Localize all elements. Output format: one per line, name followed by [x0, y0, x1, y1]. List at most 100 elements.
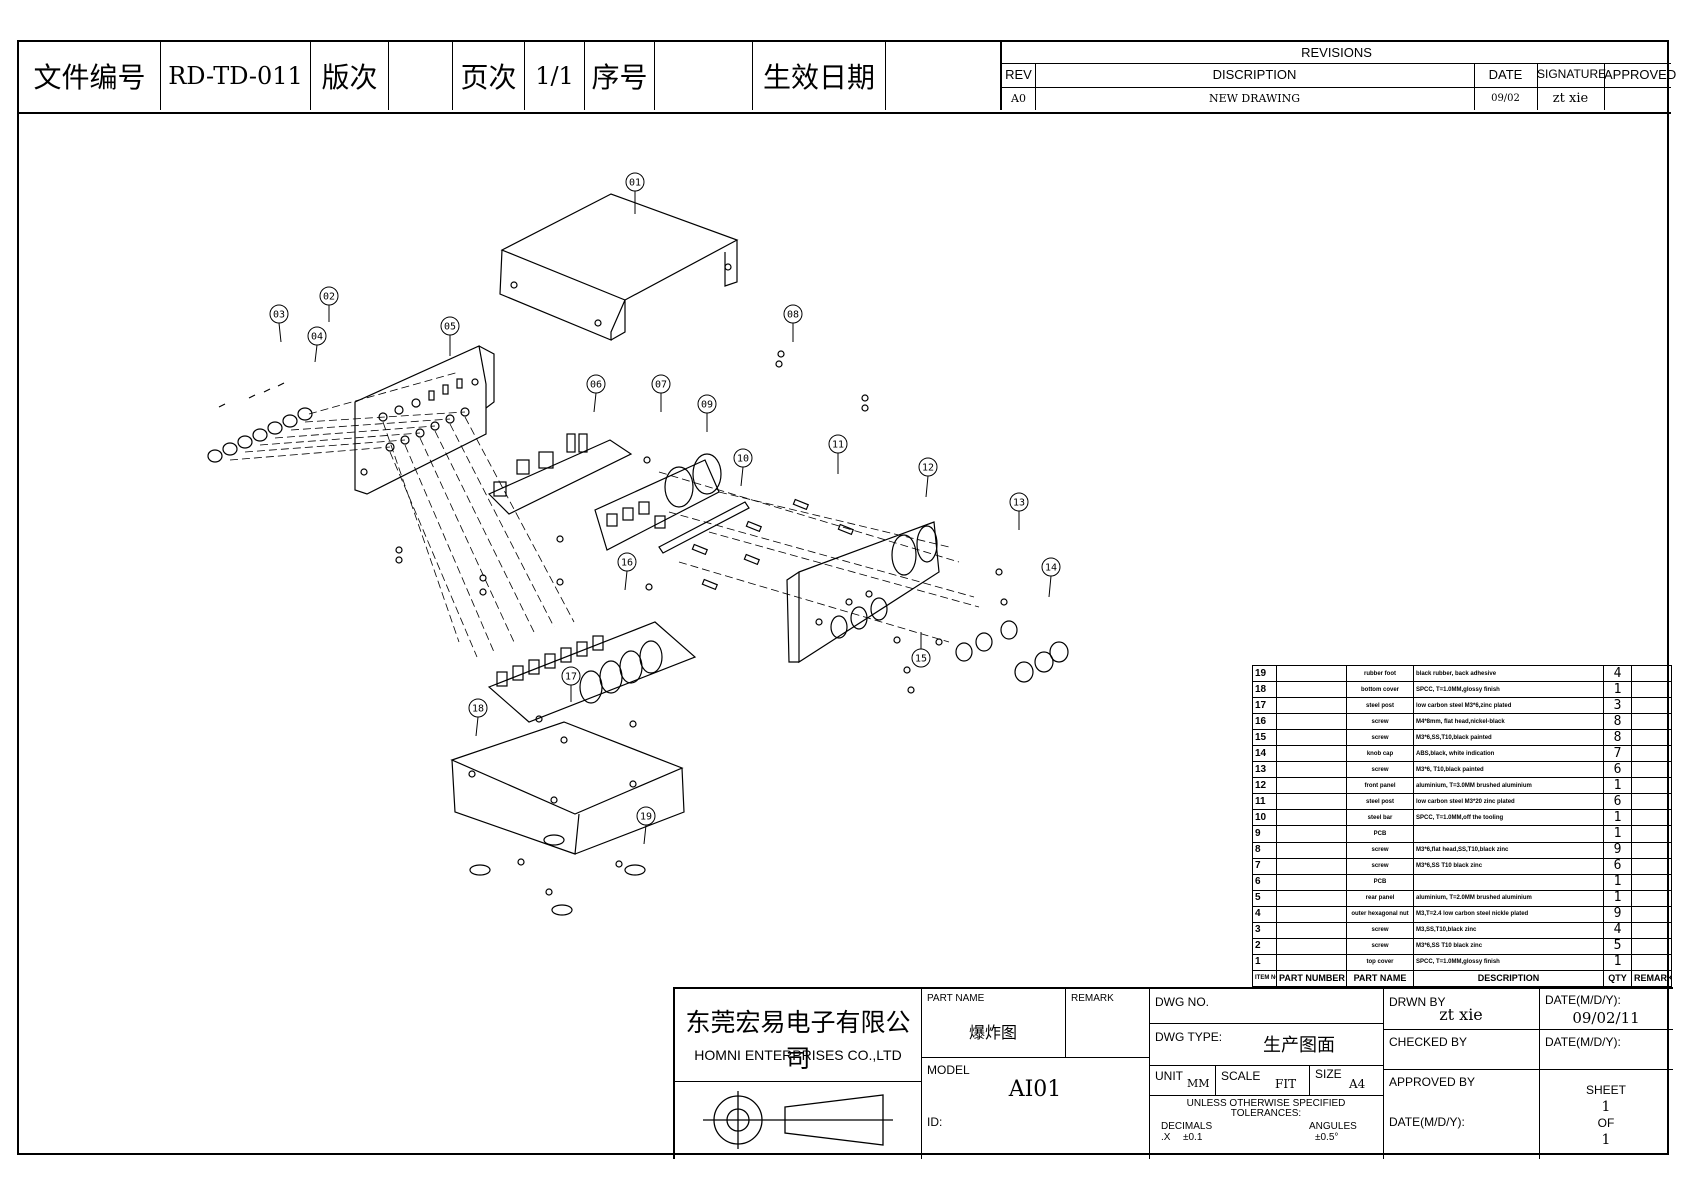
callout-balloon	[651, 374, 671, 394]
dwg-type-label: DWG TYPE:	[1155, 1030, 1223, 1044]
bom-part-name: steel bar	[1346, 809, 1414, 827]
bom-description: aluminium, T=3.0MM brushed aluminium	[1413, 777, 1604, 795]
bom-description: black rubber, back adhesive	[1413, 664, 1604, 683]
callout-label: 07	[655, 380, 667, 391]
bom-part-name: front panel	[1346, 777, 1414, 795]
callout-balloon	[911, 648, 931, 668]
bom-remark	[1631, 937, 1672, 955]
bom-row: 17 steel post low carbon steel M3*6,zinc…	[1252, 697, 1672, 715]
bom-row: 4 outer hexagonal nut M3,T=2.4 low carbo…	[1252, 905, 1672, 923]
rev-cell: A0	[1011, 92, 1026, 105]
version-value	[389, 42, 453, 110]
desc-col-header: DISCRIPTION	[1212, 67, 1297, 82]
bill-of-materials: 19 rubber foot black rubber, back adhesi…	[1252, 664, 1672, 988]
bom-description: M3*6,SS T10 black zinc	[1413, 857, 1604, 875]
bom-row: 10 steel bar SPCC, T=1.0MM,off the tooli…	[1252, 809, 1672, 827]
title-block: 东莞宏易电子有限公司 HOMNI ENTERPRISES CO.,LTD PAR…	[673, 987, 1673, 1159]
bom-item-no: 9	[1252, 825, 1277, 843]
bom-item-no: 7	[1252, 857, 1277, 875]
serial-value	[655, 42, 753, 110]
bom-row: 11 steel post low carbon steel M3*20 zin…	[1252, 793, 1672, 811]
bom-row: 13 screw M3*6, T10,black painted 6	[1252, 761, 1672, 779]
bom-part-name: steel post	[1346, 793, 1414, 811]
callout-balloon	[617, 552, 637, 572]
revisions-title: REVISIONS	[1301, 45, 1372, 60]
bom-item-no: 18	[1252, 681, 1277, 699]
projection-symbol-icon	[703, 1091, 893, 1149]
bom-row: 2 screw M3*6,SS T10 black zinc 5	[1252, 937, 1672, 955]
bom-qty: 9	[1603, 841, 1632, 859]
bom-part-number	[1276, 664, 1347, 683]
bom-qty: 1	[1603, 809, 1632, 827]
doc-no-value: RD-TD-011	[161, 42, 311, 110]
date3-label: DATE(M/D/Y):	[1389, 1115, 1465, 1129]
company-name-cn: 东莞宏易电子有限公司	[685, 1008, 911, 1073]
bom-part-number	[1276, 905, 1347, 923]
callout-balloon	[319, 286, 339, 306]
callout-balloon	[440, 316, 460, 336]
drwn-by-label: DRWN BY	[1389, 995, 1446, 1009]
bom-part-name: screw	[1346, 841, 1414, 859]
callout-label: 04	[311, 332, 323, 343]
callout-leader	[278, 322, 282, 343]
bom-item-no: 1	[1252, 953, 1277, 971]
pcb-connector-part	[594, 453, 722, 551]
bom-description: SPCC, T=1.0MM,off the tooling	[1413, 809, 1604, 827]
sheet-label: SHEET	[1585, 1083, 1626, 1097]
bom-head-part-name: PART NAME	[1346, 969, 1414, 988]
bom-item-no: 13	[1252, 761, 1277, 779]
bom-part-number	[1276, 745, 1347, 763]
callout-label: 18	[472, 704, 484, 715]
bom-remark	[1631, 889, 1672, 907]
rear-panel-part	[354, 345, 495, 495]
callout-balloon	[636, 806, 656, 826]
callout-label: 02	[323, 292, 335, 303]
bom-remark	[1631, 664, 1672, 683]
bom-part-number	[1276, 921, 1347, 939]
callout-label: 12	[922, 463, 934, 474]
callout-balloon	[918, 457, 938, 477]
bom-part-number	[1276, 713, 1347, 731]
part-name-value: 爆炸图	[968, 1023, 1017, 1042]
bom-remark	[1631, 713, 1672, 731]
bom-item-no: 17	[1252, 697, 1277, 715]
bom-remark	[1631, 905, 1672, 923]
bom-remark	[1631, 873, 1672, 891]
date1-label: DATE(M/D/Y):	[1545, 993, 1621, 1007]
bom-item-no: 4	[1252, 905, 1277, 923]
rev-col-header: REV	[1005, 67, 1032, 82]
callout-label: 03	[273, 310, 285, 321]
bom-item-no: 14	[1252, 745, 1277, 763]
bom-part-number	[1276, 793, 1347, 811]
bom-head-no: ITEM NO	[1252, 969, 1277, 988]
bom-qty: 1	[1603, 777, 1632, 795]
drawing-frame: 文件编号 RD-TD-011 版次 页次 1/1 序号 生效日期 REVISIO…	[17, 40, 1676, 1159]
callout-leader	[593, 392, 597, 413]
bom-row: 5 rear panel aluminium, T=2.0MM brushed …	[1252, 889, 1672, 907]
bom-part-name: screw	[1346, 937, 1414, 955]
bom-part-number	[1276, 953, 1347, 971]
bom-head-remark: REMARK	[1631, 969, 1672, 988]
bom-qty: 6	[1603, 857, 1632, 875]
bom-description: low carbon steel M3*20 zinc plated	[1413, 793, 1604, 811]
bom-remark	[1631, 953, 1672, 971]
unit-value: MM	[1187, 1077, 1210, 1090]
bom-description: aluminium, T=2.0MM brushed aluminium	[1413, 889, 1604, 907]
bom-part-number	[1276, 697, 1347, 715]
callout-label: 01	[629, 178, 641, 189]
bom-part-name: bottom cover	[1346, 681, 1414, 699]
bom-description: M4*8mm, flat head,nickel-black	[1413, 713, 1604, 731]
bom-row: 16 screw M4*8mm, flat head,nickel-black …	[1252, 713, 1672, 731]
bom-part-name: screw	[1346, 921, 1414, 939]
bom-item-no: 6	[1252, 873, 1277, 891]
page-value: 1/1	[525, 42, 585, 110]
bom-qty: 1	[1603, 889, 1632, 907]
bom-part-name: outer hexagonal nut	[1346, 905, 1414, 923]
bom-description	[1413, 825, 1604, 843]
callout-balloon	[586, 374, 606, 394]
bom-head-description: DESCRIPTION	[1413, 969, 1604, 988]
pcb-small-part	[487, 433, 633, 515]
bom-part-name: top cover	[1346, 953, 1414, 971]
callout-label: 11	[832, 440, 844, 451]
bom-part-name: screw	[1346, 761, 1414, 779]
